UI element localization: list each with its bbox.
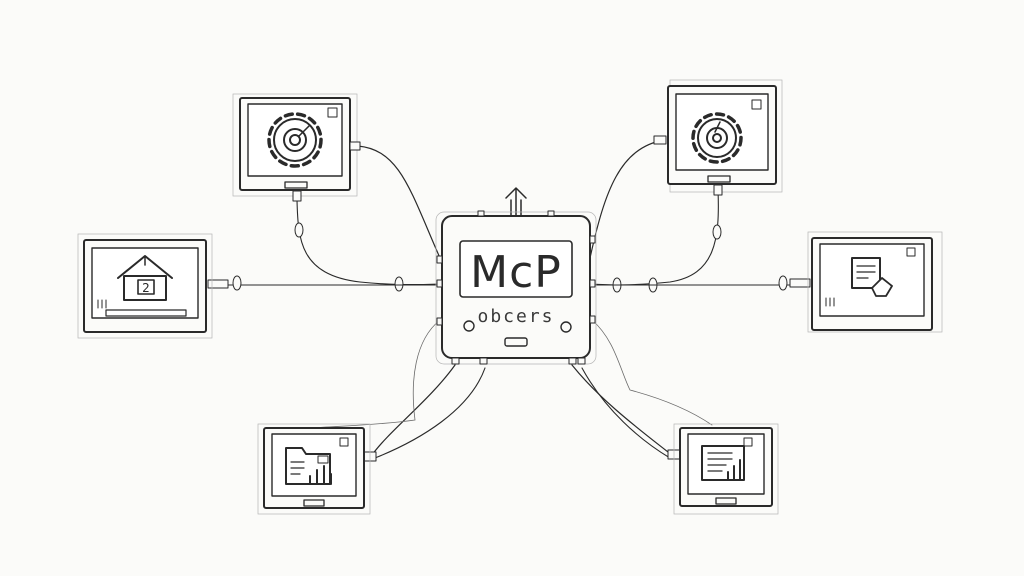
monitor-stand [707, 175, 731, 183]
hub-shadow [435, 211, 597, 365]
monitor-corner-mark [743, 437, 753, 447]
connector-top-right-drop [589, 189, 719, 286]
monitor-sketch-line [257, 423, 371, 515]
monitor-stand [284, 181, 308, 189]
connector-top-right [589, 139, 665, 259]
monitor-stand [303, 499, 325, 507]
hub-port [577, 357, 586, 365]
connector-plug [292, 190, 302, 202]
monitor-corner-mark [751, 99, 762, 110]
hub-port [547, 210, 555, 217]
node-bottom-right [673, 423, 779, 515]
connector-top-left-drop [296, 199, 441, 286]
monitor-corner-mark [327, 107, 338, 118]
hub-arrow [505, 187, 527, 216]
connector-bottom-right-2 [581, 367, 671, 459]
connector-bead [294, 222, 304, 238]
hub-port [451, 357, 460, 365]
house-icon-number: 2 [142, 281, 150, 295]
node-right [807, 231, 943, 333]
gear-icon [691, 112, 743, 164]
hub-button-right [560, 321, 572, 333]
monitor-sketch-line [673, 423, 779, 515]
monitor-stand [715, 497, 737, 505]
connector-bead [232, 275, 242, 291]
monitor-sketch-line [807, 231, 943, 333]
hub-subtitle: obcers [477, 306, 554, 327]
connector-bottom-left-2 [374, 367, 486, 459]
house-icon: 2 [117, 255, 173, 301]
hub-port [477, 210, 485, 217]
connector-plug [713, 184, 723, 196]
document-hand-icon [851, 257, 893, 297]
mcp-hub: McP obcers [435, 210, 597, 365]
hub-button-left [463, 320, 475, 332]
monitor-tick-marks [97, 299, 107, 309]
hub-port [568, 357, 577, 365]
hub-title: McP [470, 247, 562, 298]
connector-bottom-right [571, 364, 669, 453]
connector-bottom-left-3 [311, 319, 441, 429]
monitor-corner-mark [339, 437, 349, 447]
hub-port [589, 235, 596, 244]
connector-bottom-right-3 [591, 319, 713, 426]
document-chart-icon [701, 445, 745, 481]
node-left: 2 [77, 233, 213, 339]
connector-plug [653, 135, 667, 145]
monitor-corner-mark [906, 247, 916, 257]
connector-plug [349, 141, 361, 151]
connector-bead [394, 276, 404, 292]
connector-bead [712, 224, 722, 240]
gear-icon [267, 112, 323, 168]
hub-port [589, 315, 596, 324]
monitor-tick-marks [825, 297, 835, 307]
node-bottom-left [257, 423, 371, 515]
hub-display [459, 240, 573, 298]
hub-port [436, 279, 443, 288]
connector-plug [789, 278, 811, 288]
monitor-base-bar [105, 309, 187, 317]
connector-bead [778, 275, 788, 291]
hub-port [589, 279, 596, 288]
connector-top-left [357, 145, 441, 259]
hub-port [436, 317, 443, 326]
monitor-sketch-line [77, 233, 213, 339]
node-top-left [232, 93, 361, 202]
connector-bottom-left [371, 364, 456, 456]
node-top-right [653, 79, 783, 196]
connector-plug [207, 279, 229, 289]
hub-slot [504, 337, 528, 347]
hub-port [479, 357, 488, 365]
folder-chart-icon [285, 447, 332, 485]
hub-port [436, 255, 443, 264]
